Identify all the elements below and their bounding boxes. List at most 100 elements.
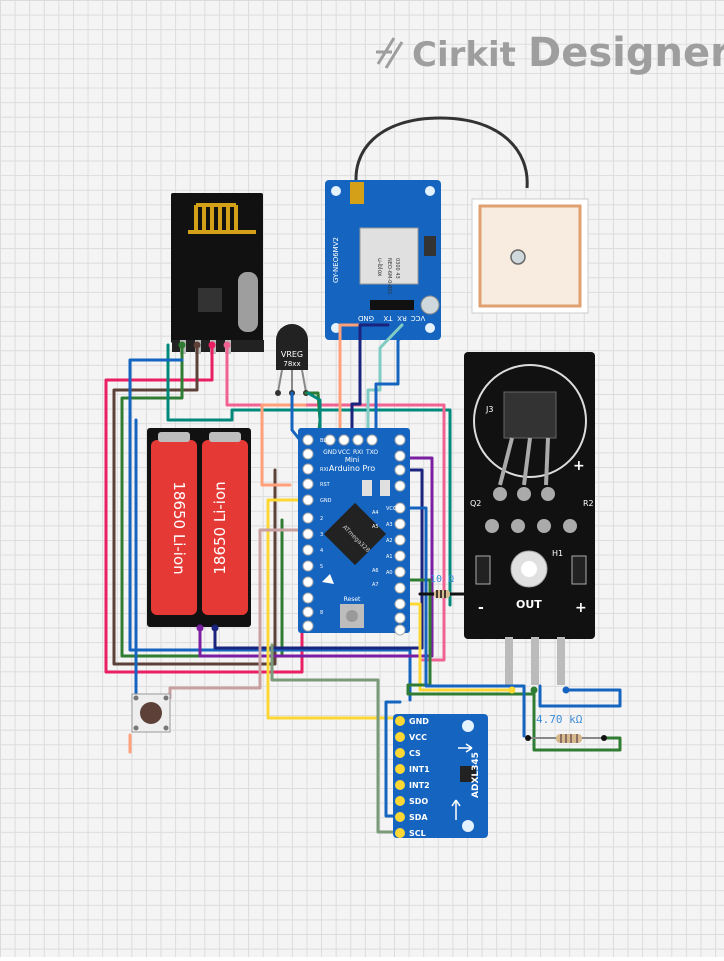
arduino-right-labels: VCC A3 A2 A1 A0 A4 A5 A6 A7 <box>372 506 397 588</box>
gps-antenna[interactable] <box>471 198 589 314</box>
gps-module[interactable]: u-blox NEO-6M-0-001 0300 43 GY-NEO6MV2 G… <box>325 180 441 340</box>
nrf24-chip <box>198 288 222 312</box>
arduino-left-pin-label: BLK <box>320 438 330 444</box>
pushbutton[interactable] <box>131 693 171 733</box>
adxl345-chip <box>460 766 476 782</box>
battery-cell-1-label: 18650 Li-ion <box>170 481 188 574</box>
adxl-pin-gnd: GND <box>409 717 429 726</box>
resistor-1-label: 10 Ω <box>430 574 454 585</box>
gps-pin-tx: TX <box>383 314 393 322</box>
arduino-right-pin-label: A1 <box>386 554 393 560</box>
arduino-left-pin-label: RST <box>320 482 331 488</box>
battery-cell-1 <box>151 440 197 615</box>
adxl345-pins <box>395 716 405 838</box>
antenna-connector <box>350 182 364 204</box>
adxl-pin-cs: CS <box>409 749 421 758</box>
arduino-name: Arduino Pro <box>329 464 375 473</box>
crystal-oscillator <box>238 272 258 332</box>
wire-purple-1 <box>198 456 434 658</box>
adxl-pin-sdo: SDO <box>409 797 428 806</box>
wire-teal-gps <box>306 391 322 438</box>
antenna-cable <box>354 116 529 191</box>
gps-pin-vcc: VCC <box>411 314 426 322</box>
arduino-right-pin-label: A3 <box>386 522 393 528</box>
regulator-label: VREG <box>281 350 303 359</box>
brand-product: Designer <box>528 30 724 76</box>
wire-navy <box>350 323 390 442</box>
resistor-4k7[interactable]: 4.70 kΩ <box>525 713 607 743</box>
wire-light-teal <box>366 323 404 442</box>
adxl-pin-sda: SDA <box>409 813 428 822</box>
adxl345-pin-labels: GND VCC CS INT1 INT2 SDO SDA SCL <box>409 717 430 838</box>
nrf24-module[interactable] <box>171 193 264 354</box>
wire-teal <box>166 343 452 607</box>
sensor-label-q2: Q2 <box>470 499 481 508</box>
gps-chip-brand: u-blox <box>376 258 383 277</box>
arduino-logo-icon <box>322 574 334 584</box>
sensor-label-out: OUT <box>516 598 542 611</box>
sensor-pins <box>505 637 565 685</box>
adxl-pin-scl: SCL <box>409 829 426 838</box>
wire-reg-gnd <box>290 391 302 442</box>
arduino-left-pin-label: 2 <box>320 516 323 522</box>
wire-green-1 <box>120 343 284 658</box>
resistor-2-label: 4.70 kΩ <box>536 713 583 726</box>
arduino-left-labels: BLK RXI RST GND 2 3 4 5 8 <box>320 438 332 616</box>
sensor-label-r2: R2 <box>583 499 594 508</box>
arduino-pin-vcc: VCC <box>338 449 350 456</box>
wire-navy-2 <box>213 468 424 650</box>
cirkit-logo-icon <box>376 37 404 69</box>
arduino-right-pin-label: A2 <box>386 538 393 544</box>
cirkit-logo: Cirkit Designer <box>376 30 724 76</box>
pcb-antenna-trace <box>188 203 256 234</box>
gps-chip <box>359 227 419 285</box>
arduino-left-pins <box>302 434 314 632</box>
arduino-side-pin-label: A5 <box>372 524 379 530</box>
wire-brown <box>112 343 277 666</box>
wire-blue-2 <box>374 323 420 442</box>
gps-model-label: GY-NEO6MV2 <box>332 237 340 283</box>
battery-cell-2-label: 18650 Li-ion <box>211 481 229 574</box>
arduino-right-pins <box>394 434 406 636</box>
wire-blue-1 <box>128 358 412 702</box>
arduino-left-pin-label: 4 <box>320 548 323 554</box>
arduino-right-pin-label: VCC <box>386 506 397 512</box>
gps-pins: GND TX RX VCC <box>358 300 425 322</box>
battery-holder[interactable]: 18650 Li-ion 18650 Li-ion <box>147 428 251 627</box>
gps-pin-rx: RX <box>397 314 407 322</box>
regulator-sublabel: 78xx <box>283 360 300 368</box>
adxl-pin-vcc: VCC <box>409 733 427 742</box>
brand-name: Cirkit <box>412 35 516 75</box>
gps-chip-code: 0300 43 <box>394 258 400 279</box>
voltage-regulator[interactable]: VREG 78xx <box>275 324 309 396</box>
sensor-module[interactable]: J3 Q2 R2 H1 OUT + + - <box>464 352 595 685</box>
battery-cell-2 <box>202 440 248 615</box>
adxl-pin-int1: INT1 <box>409 765 430 774</box>
wire-gray <box>168 528 307 700</box>
adxl-pin-int2: INT2 <box>409 781 430 790</box>
resistor-10-ohm[interactable]: 10 Ω <box>430 574 454 598</box>
arduino-right-pin-label: A0 <box>386 570 393 576</box>
arduino-pro-mini[interactable]: GND VCC RXI TXO Mini Arduino Pro ATmega3… <box>298 428 410 636</box>
sensor-label-plus: + <box>575 600 587 616</box>
arduino-pin-gnd: GND <box>323 449 337 456</box>
arduino-pin-txo: TXO <box>365 449 378 456</box>
sensor-label-minus: - <box>478 600 484 616</box>
wire-blue-3 <box>398 506 526 738</box>
wire-salmon-2 <box>260 403 307 487</box>
wire-pink-2 <box>225 343 446 662</box>
wire-yellow <box>266 498 402 720</box>
sensor-label-j3: J3 <box>485 405 493 414</box>
arduino-left-pin-label: 3 <box>320 532 323 538</box>
arduino-left-pin-label: GND <box>320 498 332 504</box>
sensor-component <box>503 391 557 439</box>
sensor-label-plus-top: + <box>573 458 585 474</box>
arduino-pin-rxi: RXI <box>353 449 363 456</box>
arduino-top-pins: GND VCC RXI TXO <box>323 434 378 456</box>
antenna-feed-point <box>510 249 526 265</box>
sensor-pads <box>485 487 577 533</box>
adxl345-module[interactable]: ADXL345 GND VCC CS INT1 INT2 SDO SDA SCL <box>393 714 488 838</box>
gps-chip-model: NEO-6M-0-001 <box>386 258 392 295</box>
arduino-left-pin-label: 5 <box>320 564 323 570</box>
